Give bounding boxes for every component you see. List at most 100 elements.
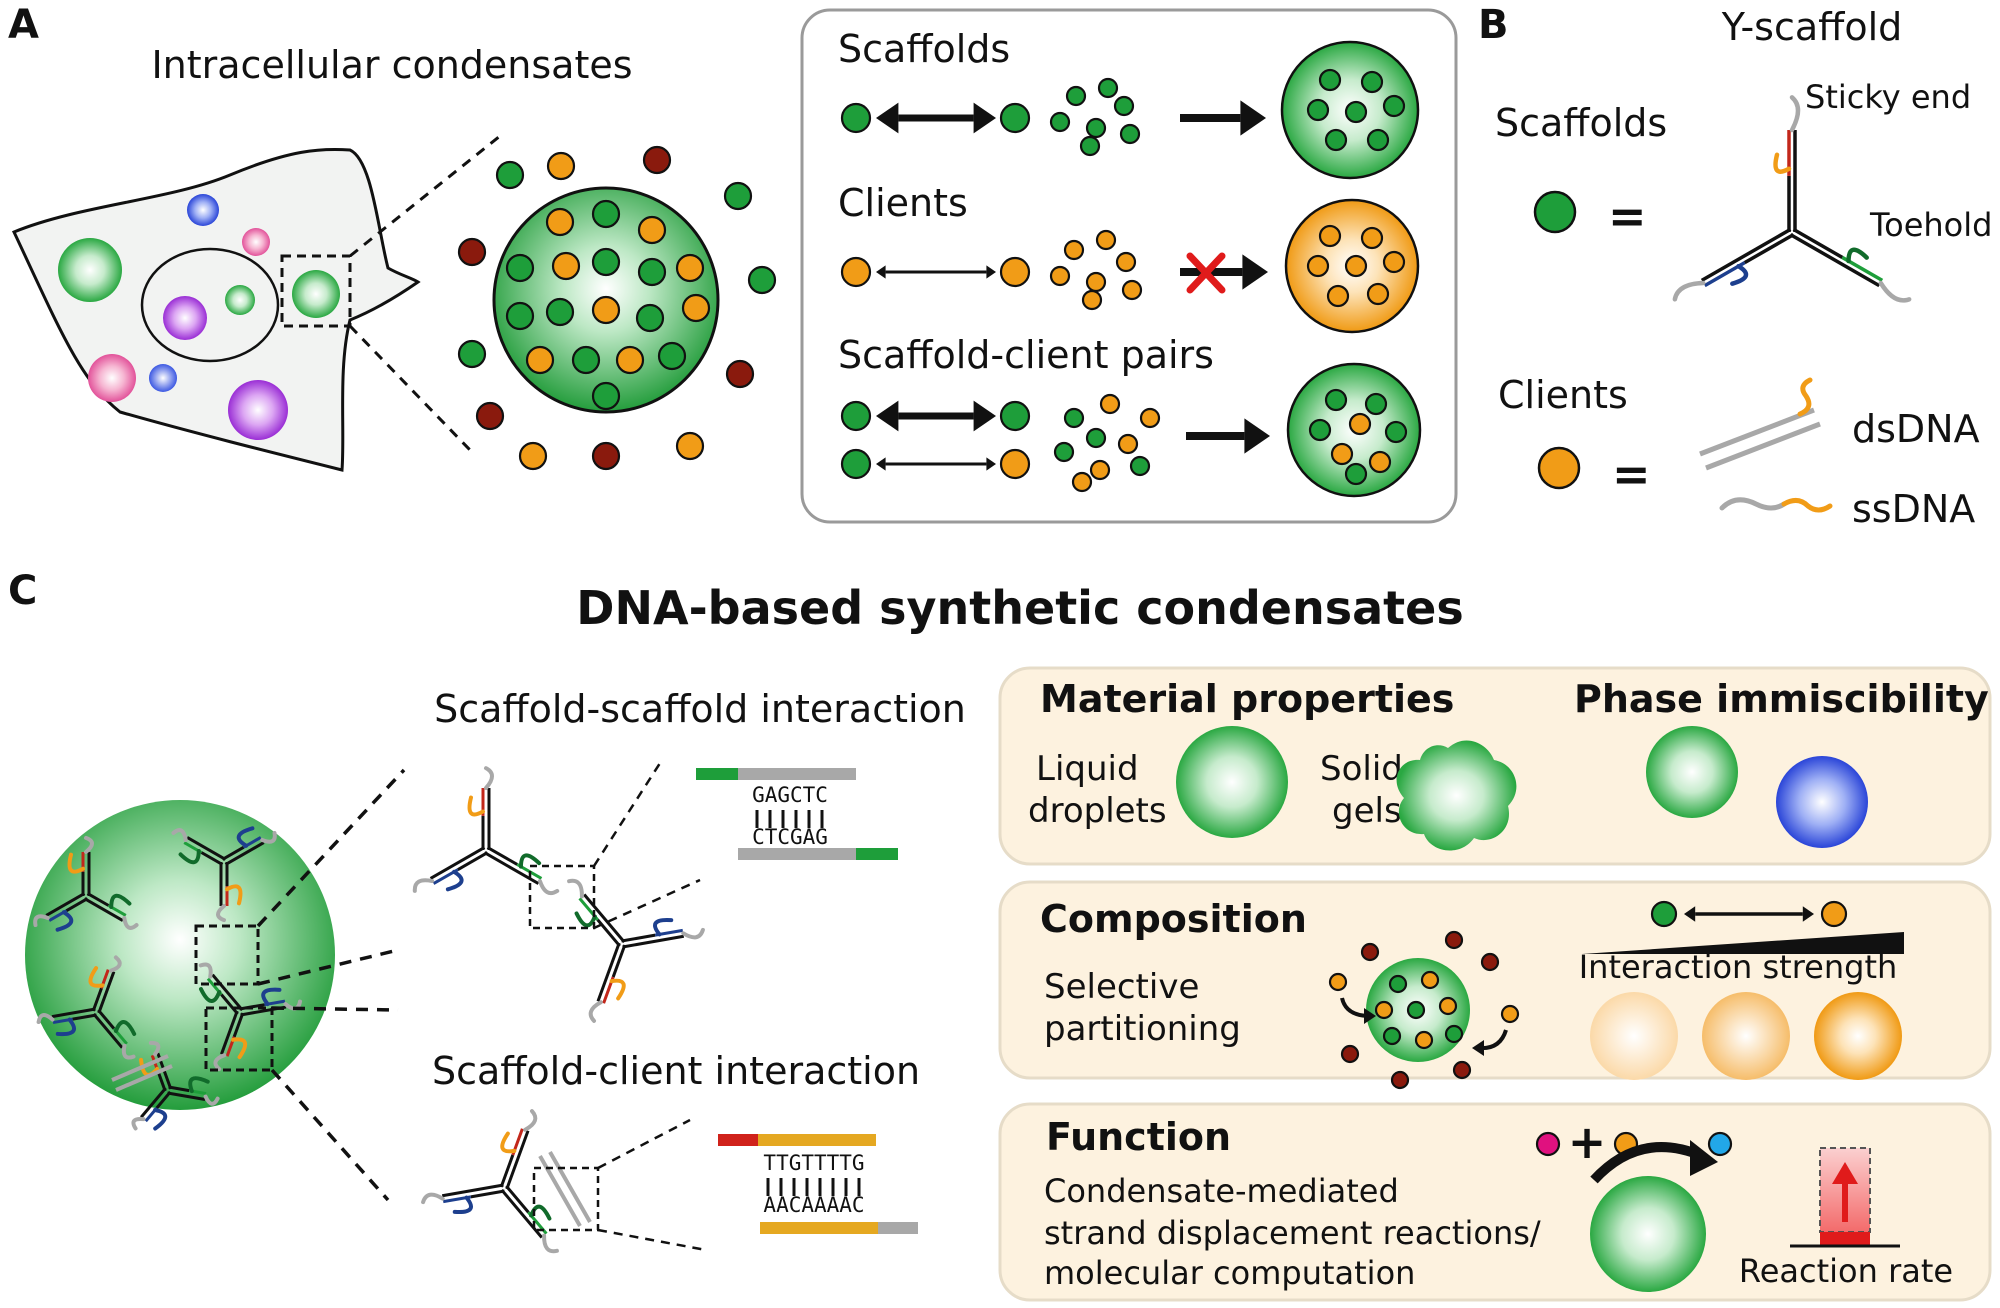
client-molecule — [1095, 229, 1117, 251]
client-molecule — [1063, 239, 1085, 261]
function-line-1: Condensate-mediated — [1044, 1172, 1399, 1210]
sticky-end-strand — [1878, 280, 1912, 303]
client-molecule — [1344, 254, 1368, 278]
forms-arrow — [1186, 418, 1270, 454]
client-molecule — [1328, 972, 1348, 992]
toehold-strand — [231, 1037, 248, 1060]
toehold-strand — [445, 869, 464, 892]
sticky-end-strand — [260, 830, 277, 844]
scaffold-molecule — [1065, 85, 1087, 107]
client-molecule — [1081, 289, 1103, 311]
cell-pink-droplet — [242, 228, 270, 256]
scaffold-arm — [221, 845, 245, 861]
function-box — [998, 1102, 1992, 1302]
sticky-end-strand — [542, 1233, 559, 1254]
scaffold-arm — [211, 973, 244, 1012]
toehold-strand — [225, 884, 243, 906]
scaffold-molecule — [495, 160, 525, 190]
scaffold-molecule — [1364, 392, 1388, 416]
scaffold-arm — [505, 1130, 530, 1190]
phase-title: Phase immiscibility — [1574, 677, 1989, 721]
other-molecule — [725, 359, 755, 389]
cross-mark — [1186, 252, 1226, 294]
cell-title: Intracellular condensates — [151, 43, 632, 87]
arrow-head — [1802, 906, 1814, 922]
scaffold-arm — [220, 1010, 239, 1055]
zoom-line — [597, 1228, 707, 1252]
strand-orange — [760, 1222, 878, 1234]
other-molecule — [1360, 942, 1380, 962]
scaffold-arm — [500, 1188, 543, 1239]
scaffold-molecule — [1097, 77, 1119, 99]
client-molecule — [1368, 450, 1392, 474]
cell-pink-droplet-2 — [88, 354, 136, 402]
function-title: Function — [1046, 1115, 1231, 1159]
scaffold-arm — [72, 1013, 97, 1021]
scaffold-arm — [91, 987, 103, 1012]
arrow-head — [1244, 418, 1270, 454]
zoom-line — [592, 759, 664, 867]
ssdna-strand-end — [1781, 498, 1833, 513]
arrow-head — [1472, 1040, 1484, 1056]
toehold-strand — [198, 987, 222, 1003]
scaffold-arm — [499, 1154, 515, 1188]
toehold-strand — [153, 1108, 168, 1131]
arrow-head — [1240, 100, 1266, 136]
arrow-head — [876, 400, 899, 432]
sticky-end-strand — [537, 879, 560, 896]
toehold-strand — [1730, 263, 1749, 286]
client-molecule — [1318, 224, 1342, 248]
dsdna-strand — [1699, 407, 1815, 457]
toehold-strand — [236, 826, 255, 848]
dsdna-strand — [111, 1054, 169, 1082]
client-molecule — [591, 295, 621, 325]
liquid-label-2: droplets — [1028, 791, 1167, 831]
scaffold-arm — [1743, 233, 1795, 265]
b-clients-label: Clients — [1498, 373, 1628, 417]
composition-title: Composition — [1040, 897, 1307, 941]
solid-gel — [1396, 740, 1517, 851]
client-molecule — [1366, 282, 1390, 306]
zoom-box — [532, 1166, 600, 1232]
dsdna-strand — [548, 1151, 592, 1223]
zoom-box-sc — [204, 1006, 274, 1072]
equals-sign: = — [1608, 189, 1647, 243]
scaffold-molecule — [1382, 1026, 1402, 1046]
zoomed-condensate — [457, 145, 777, 471]
scaffold-arm — [483, 851, 540, 885]
arrow-head — [973, 400, 996, 432]
scaffold-molecule — [1344, 462, 1368, 486]
dna-condensate — [25, 768, 406, 1202]
sticky-end-strand — [216, 904, 226, 923]
other-molecule — [1390, 1070, 1410, 1090]
strand-body — [738, 768, 856, 780]
legend-box-content — [840, 40, 1422, 498]
toehold-strand — [609, 978, 626, 1001]
scaffold-molecule — [1079, 135, 1101, 157]
sticky-end-strand — [84, 835, 94, 854]
strand-orange — [758, 1134, 876, 1146]
strand-gray — [878, 1222, 918, 1234]
seq-bottom-1: CTCGAG — [752, 825, 828, 849]
client-molecule — [1348, 412, 1372, 436]
scaffold-molecule — [505, 253, 535, 283]
sticky-end-strand — [198, 962, 213, 979]
scaffold-arm — [155, 1090, 172, 1109]
scaffold-arm — [156, 1070, 167, 1092]
toehold-strand — [55, 1017, 76, 1037]
panel-a-letter: A — [8, 2, 39, 48]
function-line-3: molecular computation — [1044, 1254, 1415, 1292]
scaffold-arm — [583, 893, 626, 944]
cell-green-droplet-2 — [292, 270, 340, 318]
cell-green-droplet — [58, 238, 122, 302]
client-molecule — [1121, 279, 1143, 301]
scaffold-molecule — [657, 341, 687, 371]
dsdna-strand — [115, 1064, 173, 1092]
seq-bottom-2: AACAAAAC — [763, 1193, 864, 1217]
client-molecule — [1326, 284, 1350, 308]
client-molecule — [1049, 265, 1071, 287]
scaffold-molecule — [723, 181, 753, 211]
arrow-head — [1684, 906, 1696, 922]
client-molecule — [525, 345, 555, 375]
